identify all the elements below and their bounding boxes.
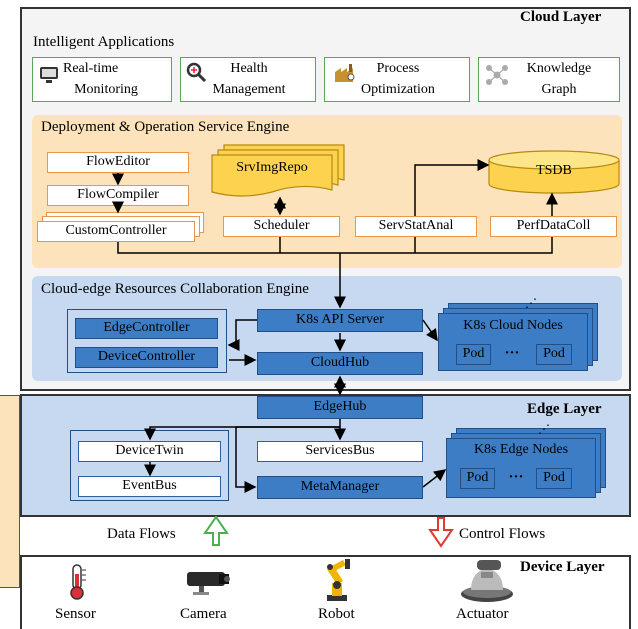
device-label-camera: Camera bbox=[180, 606, 227, 622]
perf-data-coll[interactable]: PerfDataColl bbox=[490, 216, 617, 237]
device-controller[interactable]: DeviceController bbox=[75, 347, 218, 368]
edge-nodes-dots: ⋰ bbox=[538, 422, 550, 436]
app-process-optimization[interactable]: Process Optimization bbox=[324, 57, 470, 102]
factory-icon bbox=[333, 62, 357, 84]
thermometer-icon bbox=[62, 562, 92, 602]
scheduler[interactable]: Scheduler bbox=[223, 216, 340, 237]
app-label-line1: Knowledge bbox=[526, 61, 592, 76]
edgehub[interactable]: EdgeHub bbox=[257, 396, 423, 419]
device-layer bbox=[20, 555, 631, 629]
device-layer-title: Device Layer bbox=[520, 559, 605, 575]
monitor-icon bbox=[38, 64, 60, 86]
device-label-robot: Robot bbox=[318, 606, 355, 622]
device-label-sensor: Sensor bbox=[55, 606, 96, 622]
app-label-line1: Process bbox=[376, 61, 420, 76]
app-knowledge-graph[interactable]: Knowledge Graph bbox=[478, 57, 620, 102]
sander-icon bbox=[455, 556, 517, 604]
intelligent-apps-title: Intelligent Applications bbox=[33, 34, 175, 50]
flow-compiler[interactable]: FlowCompiler bbox=[47, 185, 189, 206]
data-flows-label: Data Flows bbox=[107, 526, 176, 542]
cloud-pod-1[interactable]: Pod bbox=[456, 344, 491, 365]
cloud-pod-n[interactable]: Pod bbox=[536, 344, 572, 365]
device-twin[interactable]: DeviceTwin bbox=[78, 441, 221, 462]
robot-arm-icon bbox=[317, 557, 357, 603]
edge-pod-1[interactable]: Pod bbox=[460, 468, 495, 489]
cloud-pod-ellipsis: ··· bbox=[504, 345, 520, 361]
cloudhub[interactable]: CloudHub bbox=[257, 352, 423, 375]
deployment-engine-title: Deployment & Operation Service Engine bbox=[41, 119, 290, 135]
magnifier-icon bbox=[185, 61, 207, 83]
custom-controller[interactable]: CustomController bbox=[37, 221, 195, 242]
app-label-line2: Optimization bbox=[361, 82, 435, 97]
flow-editor[interactable]: FlowEditor bbox=[47, 152, 189, 173]
serv-stat-anal[interactable]: ServStatAnal bbox=[355, 216, 477, 237]
k8s-edge-nodes[interactable]: K8s Edge Nodes Pod ··· Pod bbox=[446, 438, 596, 498]
app-label-line2: Management bbox=[212, 82, 286, 97]
edge-pod-ellipsis: ··· bbox=[508, 469, 524, 485]
services-bus[interactable]: ServicesBus bbox=[257, 441, 423, 462]
k8s-api-server[interactable]: K8s API Server bbox=[257, 309, 423, 332]
control-flows-label: Control Flows bbox=[459, 526, 546, 542]
app-realtime-monitoring[interactable]: Real-time Monitoring bbox=[32, 57, 172, 102]
app-health-management[interactable]: Health Management bbox=[180, 57, 316, 102]
edge-layer-title: Edge Layer bbox=[527, 401, 602, 417]
camera-icon bbox=[183, 568, 233, 596]
meta-manager[interactable]: MetaManager bbox=[257, 476, 423, 499]
edge-controller[interactable]: EdgeController bbox=[75, 318, 218, 339]
app-label-line2: Monitoring bbox=[74, 82, 138, 97]
device-label-actuator: Actuator bbox=[456, 606, 509, 622]
left-side-fragment bbox=[0, 395, 20, 588]
edge-pod-n[interactable]: Pod bbox=[536, 468, 572, 489]
graph-icon bbox=[485, 64, 509, 86]
app-label-line1: Health bbox=[230, 61, 268, 76]
event-bus[interactable]: EventBus bbox=[78, 476, 221, 497]
app-label-line2: Graph bbox=[541, 82, 577, 97]
k8s-cloud-nodes-label: K8s Cloud Nodes bbox=[463, 318, 563, 333]
collab-engine-title: Cloud-edge Resources Collaboration Engin… bbox=[41, 281, 309, 297]
app-label-line1: Real-time bbox=[63, 61, 119, 76]
tsdb[interactable]: TSDB bbox=[536, 163, 572, 178]
cloud-nodes-dots: ⋰ bbox=[525, 296, 537, 310]
k8s-edge-nodes-label: K8s Edge Nodes bbox=[473, 442, 569, 457]
srv-img-repo[interactable]: SrvImgRepo bbox=[236, 160, 308, 175]
k8s-cloud-nodes[interactable]: K8s Cloud Nodes Pod ··· Pod bbox=[438, 313, 588, 371]
cloud-layer-title: Cloud Layer bbox=[520, 9, 602, 25]
